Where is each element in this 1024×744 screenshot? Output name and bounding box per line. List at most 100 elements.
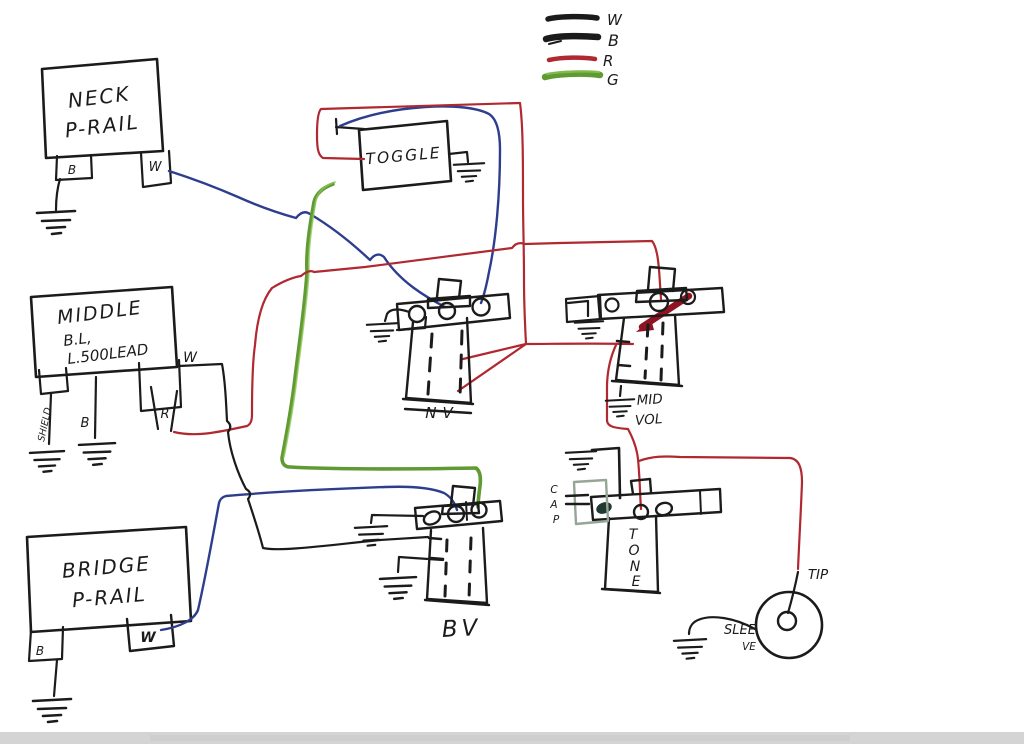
wire-color-legend: W B R G [541,11,623,89]
middle-black-terminal-label: B [81,416,90,431]
neck-pickup-title: NECK [67,81,132,112]
bv-label: BV [441,615,482,643]
tone-lug-left [596,502,612,514]
legend-red-wire-swatch [546,55,598,63]
tone-shaft [629,477,653,496]
legend-green-wire-swatch [541,70,604,81]
jack-sleeve-wire [687,616,757,636]
midvol-lug-middle [648,291,670,313]
midvol-label-line2: VOL [635,411,663,429]
bridge-ground-wire [52,658,59,698]
nv-label: NV [425,404,458,422]
midvol-casing-ground-wire [618,384,623,398]
neck-white-terminal-label: W [149,160,163,175]
bridge-pickup-title: BRIDGE [61,551,152,583]
middle-white-terminal-label: W [183,350,198,366]
cap-letter-p: P [553,514,560,526]
midvol-lug-left [604,297,620,313]
legend-black-wire-tail [548,40,562,45]
jack-sleeve-label-1: SLEE [724,623,757,638]
nv-lug-right [471,297,491,317]
middle-pickup-line2: B.L, [62,329,92,350]
toggle-ground-wire [447,150,470,164]
tone-casing-bottom [600,587,662,595]
nv-lug-middle [437,301,457,321]
ground-icon [604,398,636,418]
cap-letter-c: C [550,484,558,496]
ground-icon [378,575,418,601]
tone-letter-n: N [630,559,641,575]
midvol-shaft-base [634,286,689,304]
bridge-black-terminal-label: B [36,644,44,658]
ground-icon [452,162,486,183]
wire-red-midvol-to-tone [605,343,643,511]
legend-black-wire-swatch [542,32,602,43]
bv-ground-wire [369,513,425,525]
nv-plate-step [395,315,428,332]
wire-toggle-to-bv-green [280,182,483,509]
neck-volume-pot: NV [365,277,512,422]
middle-pickup: MIDDLE B.L, L.500LEAD SHIELD B W R [28,285,198,473]
cap-body-outline [572,478,610,526]
middle-pickup-box [29,285,179,379]
output-jack: TIP SLEE VE [672,567,829,660]
bridge-pickup-box [25,525,193,634]
bv-shaft [449,484,477,508]
bv-lug-left [422,510,442,526]
middle-shield-label: SHIELD [36,406,54,442]
tone-pot: T O N E C A P [549,446,723,595]
tone-lug-right [654,501,674,517]
neck-pickup-subtitle: P-RAIL [64,110,141,143]
jack-body [754,590,824,660]
bv-casing-bottom [423,598,491,607]
nv-shaft-base [426,294,472,310]
toggle-switch: TOGGLE [334,117,486,192]
nv-shaft [435,277,463,300]
cap-to-lug-wire [590,446,622,500]
cap-letter-a: A [549,499,557,511]
nv-lug-plate [395,292,512,332]
nv-lug-left [407,304,427,324]
bv-casing-ground-wire [396,555,445,574]
wire-toggle-to-nv [338,105,502,305]
nv-casing-hatch [426,329,464,399]
legend-label-g: G [607,71,619,89]
wire-red-to-jack-tip [637,455,804,571]
neck-pickup-box [40,57,165,160]
neck-white-terminal-tab [139,149,173,189]
toggle-box [357,119,453,192]
midvol-casing-bottom [610,379,684,388]
toggle-left-stub [334,117,366,136]
bridge-white-terminal-label: W [140,630,156,646]
wire-bridge-white-to-bv [159,485,459,632]
bv-lug-plate [413,499,504,531]
midvol-jumper-arrowhead [636,319,654,332]
ground-icon [35,209,77,236]
bridge-black-terminal-tab [27,625,65,663]
middle-shield-tab [37,366,70,396]
blue-wires [159,105,502,632]
middle-black-ground-wire [93,375,98,440]
tone-letter-o: O [628,543,639,559]
wire-middle-white-to-bv-casing [177,362,430,551]
midvol-label-line1: MID [636,391,663,409]
midvol-shaft [646,265,677,293]
black-wires [177,362,430,551]
nv-casing-bottom [401,397,475,415]
bv-lug-middle [446,504,466,524]
neck-ground-wire [54,177,62,212]
wire-neck-white-to-nv [167,169,447,309]
tone-letter-e: E [632,574,641,590]
middle-red-terminal-label: R [160,407,169,422]
bv-lug-right [470,501,488,519]
jack-tip-label: TIP [808,567,829,583]
ground-icon [672,638,708,660]
bv-plate-divider [465,501,468,521]
legend-label-r: R [603,52,613,70]
bridge-volume-pot: BV [353,484,504,643]
bridge-pickup: BRIDGE P-RAIL B W [25,525,193,724]
tone-lug-plate [589,487,723,522]
legend-white-wire-swatch [545,13,600,22]
